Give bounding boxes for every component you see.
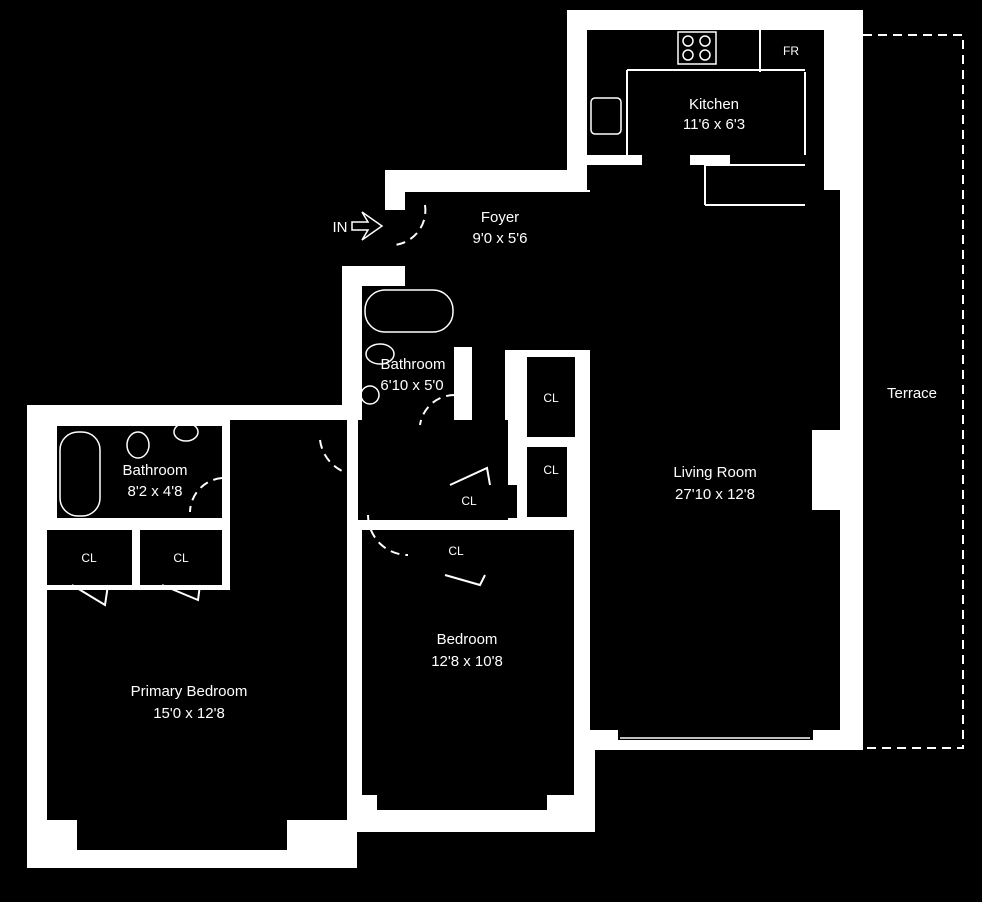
primary-door-swing [319,439,359,476]
entry-label: IN [333,219,348,236]
sink-icon [590,97,622,135]
kitchen-fixtures: FR [587,30,806,206]
toilet-icon [126,431,150,459]
toilet-icon [365,343,395,365]
closet-label: CL [81,551,97,565]
fridge-label: FR [783,44,799,58]
bedroom-door-swing [367,514,409,556]
living-dims: 27'10 x 12'8 [675,486,755,503]
arrow-right-icon [351,211,384,241]
closet-label: CL [543,463,559,477]
bath-fixtures [59,289,456,517]
door-swing [189,477,223,513]
entry-indicator: IN [333,211,384,241]
living-name: Living Room [673,464,756,481]
room-labels: Kitchen 11'6 x 6'3 Foyer 9'0 x 5'6 Bathr… [81,96,937,722]
room-interiors [47,30,840,850]
bathroom1-name: Bathroom [122,462,187,479]
windows [85,85,855,861]
bedroom-dims: 12'8 x 10'8 [431,653,503,670]
bedroom-name: Bedroom [437,631,498,648]
bathroom2-name: Bathroom [380,356,445,373]
sink-icon [360,385,380,405]
doors [71,204,523,607]
door-swing [419,393,456,426]
stove-icon [677,31,717,65]
terrace-outline [863,34,964,749]
closet-label: CL [173,551,189,565]
bathroom1-dims: 8'2 x 4'8 [128,483,183,500]
bathtub-icon [364,289,454,333]
bathtub-icon [59,431,101,517]
closet-label: CL [543,391,559,405]
foyer-name: Foyer [481,209,519,226]
foyer-dims: 9'0 x 5'6 [473,230,528,247]
closet-label: CL [461,494,477,508]
primary-dims: 15'0 x 12'8 [153,705,225,722]
kitchen-name: Kitchen [689,96,739,113]
terrace-name: Terrace [887,385,937,402]
closet-label: CL [448,544,464,558]
primary-name: Primary Bedroom [131,683,248,700]
kitchen-dims: 11'6 x 6'3 [683,116,745,133]
sink-icon [173,422,199,442]
entry-door-swing [394,204,427,246]
bathroom2-dims: 6'10 x 5'0 [380,377,443,394]
